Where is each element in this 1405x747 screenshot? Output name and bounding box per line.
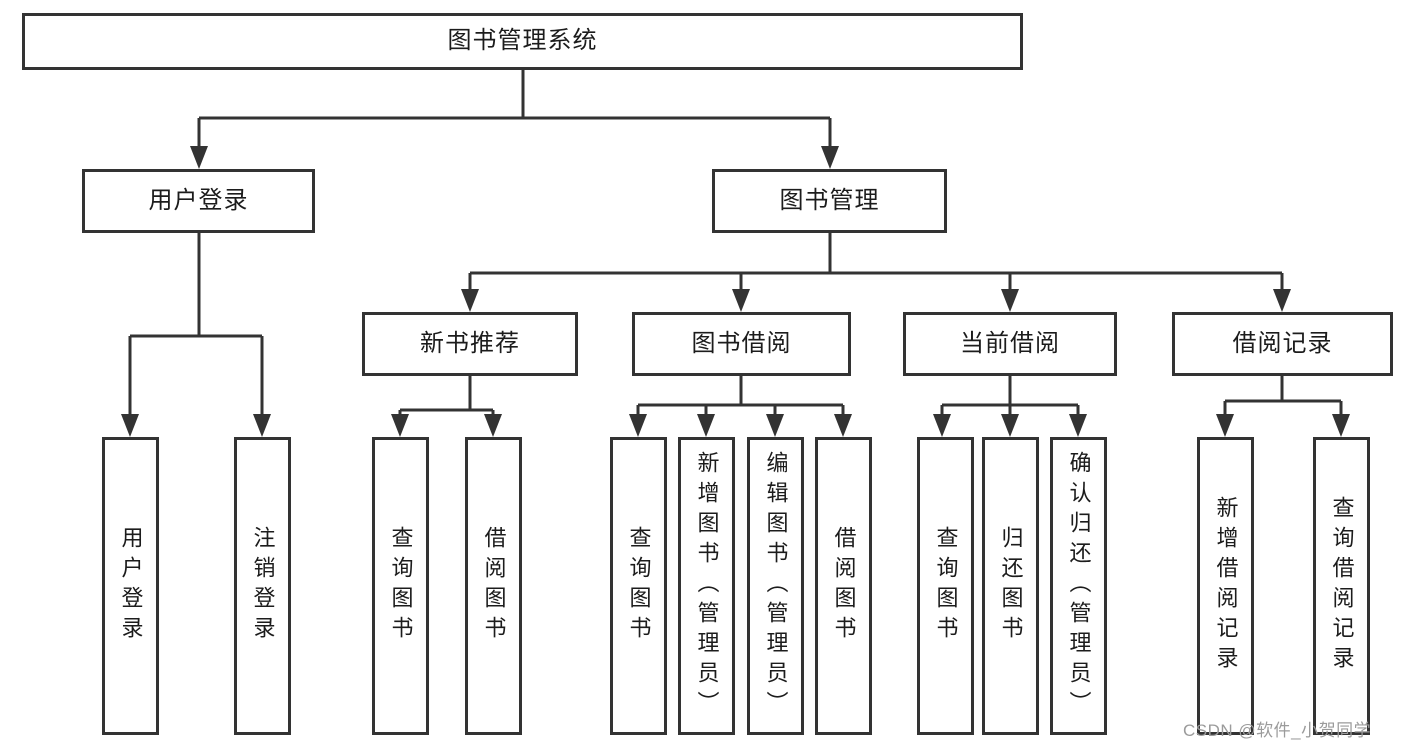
arrowhead-icon [461,289,479,312]
connector-current-borrow-children [933,376,1087,437]
leaf-query-books-borrow: 查询图书 [610,437,667,735]
arrowhead-icon [1273,289,1291,312]
arrowhead-icon [190,146,208,169]
node-current-borrowing: 当前借阅 [903,312,1117,376]
csdn-watermark: CSDN @软件_小贺同学 [1183,721,1372,740]
leaf-add-books-admin: 新增图书（管理员） [678,437,735,735]
arrowhead-icon [253,414,271,437]
node-book-management: 图书管理 [712,169,947,233]
leaf-query-books-current: 查询图书 [917,437,974,735]
arrowhead-icon [391,414,409,437]
leaf-add-borrow-record: 新增借阅记录 [1197,437,1254,735]
arrowhead-icon [1001,414,1019,437]
arrowhead-icon [1332,414,1350,437]
leaf-borrow-books: 借阅图书 [815,437,872,735]
connector-user-login-children [121,233,271,437]
node-borrowing-records: 借阅记录 [1172,312,1393,376]
node-book-borrowing: 图书借阅 [632,312,851,376]
arrowhead-icon [933,414,951,437]
arrowhead-icon [1001,289,1019,312]
arrowhead-icon [629,414,647,437]
node-user-login: 用户登录 [82,169,315,233]
node-new-book-recommend: 新书推荐 [362,312,578,376]
arrowhead-icon [121,414,139,437]
arrowhead-icon [484,414,502,437]
leaf-logout: 注销登录 [234,437,291,735]
leaf-query-borrow-record: 查询借阅记录 [1313,437,1370,735]
connector-borrow-records-children [1216,376,1350,437]
connector-book-borrow-children [629,376,852,437]
connector-book-management-children [461,233,1291,312]
leaf-user-login: 用户登录 [102,437,159,735]
node-library-system: 图书管理系统 [22,13,1023,70]
arrowhead-icon [697,414,715,437]
arrowhead-icon [821,146,839,169]
connector-root-to-level2 [190,70,839,169]
arrowhead-icon [834,414,852,437]
arrowhead-icon [1069,414,1087,437]
arrowhead-icon [766,414,784,437]
leaf-query-books-recommend: 查询图书 [372,437,429,735]
arrowhead-icon [732,289,750,312]
leaf-borrow-books-recommend: 借阅图书 [465,437,522,735]
leaf-edit-books-admin: 编辑图书（管理员） [747,437,804,735]
connector-new-book-children [391,376,502,437]
leaf-confirm-return-admin: 确认归还（管理员） [1050,437,1107,735]
leaf-return-books: 归还图书 [982,437,1039,735]
arrowhead-icon [1216,414,1234,437]
